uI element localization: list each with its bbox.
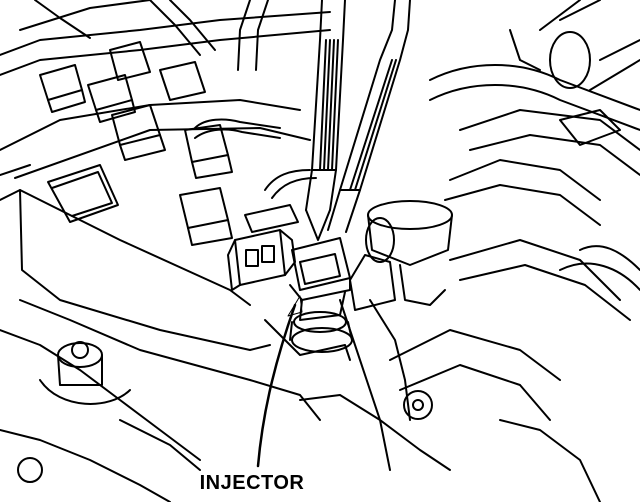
intake-manifold: [0, 99, 321, 502]
injector-row-left: [39, 41, 233, 246]
lower-bracket: [299, 299, 601, 502]
right-engine-components: [429, 0, 640, 321]
injector-label: INJECTOR: [199, 472, 305, 494]
fuel-rail: [0, 0, 331, 76]
lower-left-fitting: [17, 341, 201, 483]
test-probe-left: [305, 0, 346, 241]
pressure-regulator: [349, 200, 453, 311]
injector: [264, 237, 353, 361]
disconnected-connector: [227, 204, 299, 291]
test-probe-right: [327, 0, 411, 233]
wire-harness: [194, 118, 317, 199]
injector-callout-leader: [256, 295, 303, 468]
